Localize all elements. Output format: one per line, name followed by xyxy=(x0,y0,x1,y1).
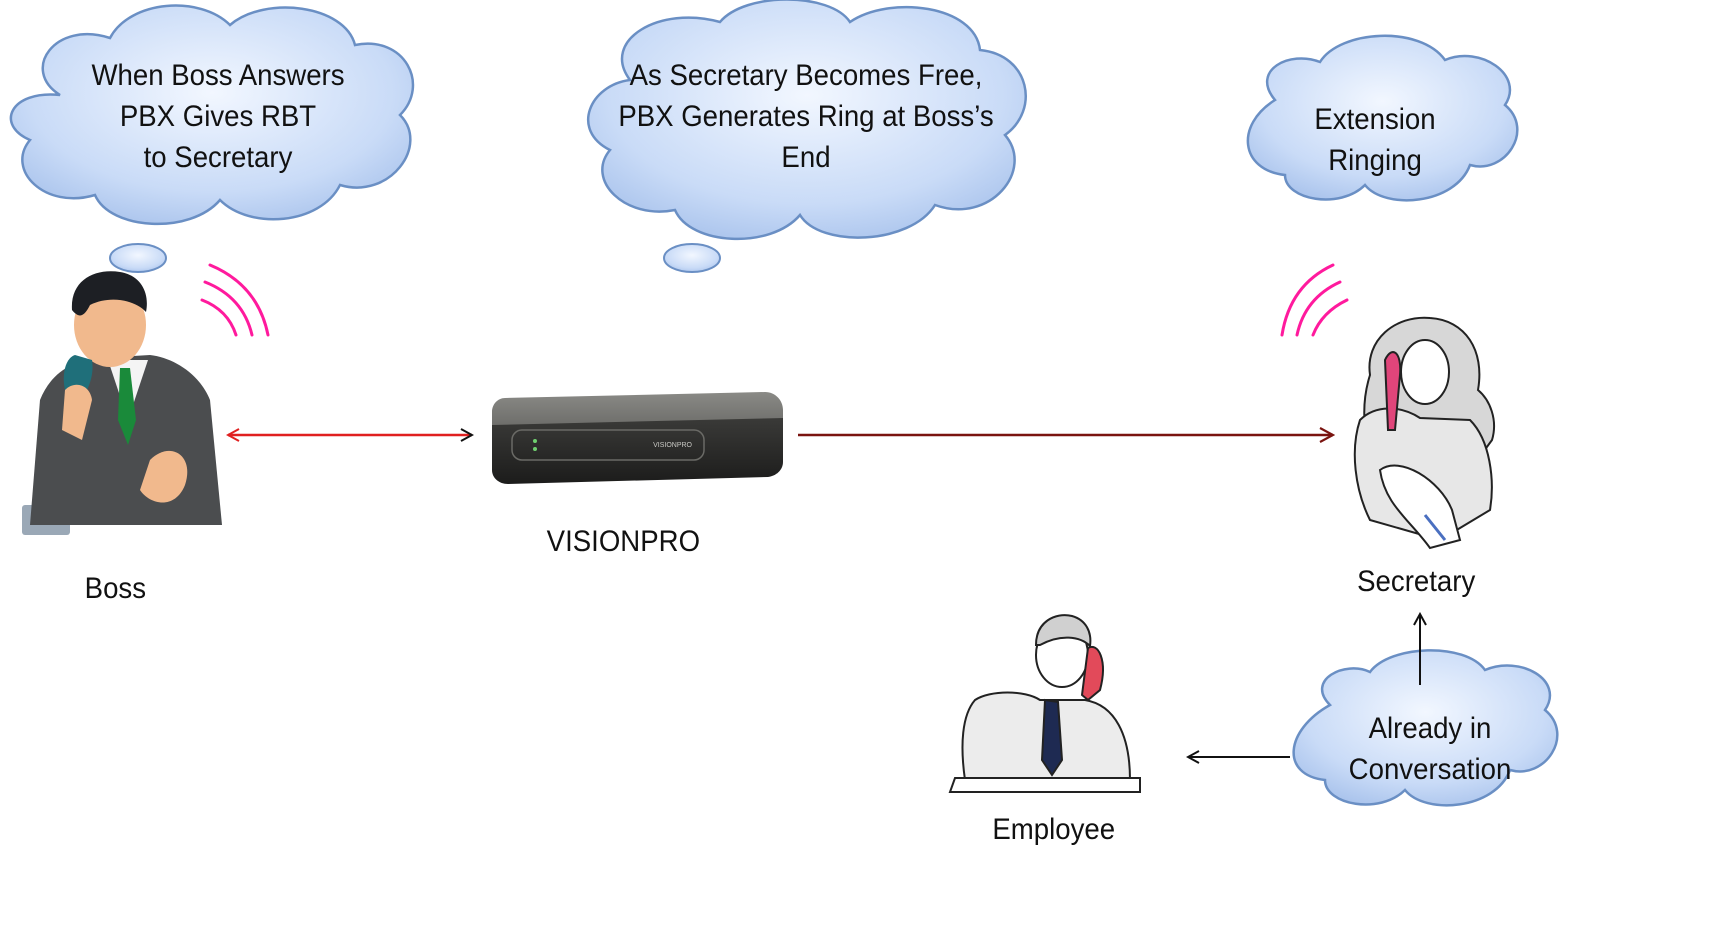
pbx-thought-cloud xyxy=(587,0,1027,273)
secretary-ring-waves xyxy=(1280,263,1349,337)
boss-label: Boss xyxy=(84,572,147,605)
secretary-cloud-line-1: Extension xyxy=(1314,103,1436,136)
visionpro-device: VISIONPRO xyxy=(492,392,783,484)
boss-ring-waves xyxy=(200,263,270,337)
secretary-cloud-text: Extension Ringing xyxy=(1278,99,1471,181)
boss-cloud-line-3: to Secretary xyxy=(143,141,293,174)
boss-cloud-line-2: PBX Gives RBT xyxy=(119,100,317,133)
pbx-cloud-line-1: As Secretary Becomes Free, xyxy=(629,59,983,92)
conversation-cloud-line-1: Already in xyxy=(1368,712,1492,745)
employee-label: Employee xyxy=(992,813,1116,846)
conversation-cloud-text: Already in Conversation xyxy=(1333,708,1526,790)
secretary-figure xyxy=(1353,316,1496,550)
device-label: VISIONPRO xyxy=(546,525,701,558)
boss-cloud-line-1: When Boss Answers xyxy=(91,59,345,92)
secretary-thought-cloud xyxy=(1246,34,1519,202)
boss-figure xyxy=(22,271,222,535)
conversation-cloud-line-2: Conversation xyxy=(1348,753,1512,786)
boss-cloud-text: When Boss Answers PBX Gives RBT to Secre… xyxy=(71,55,365,178)
boss-thought-cloud xyxy=(9,4,415,273)
employee-figure xyxy=(948,614,1141,793)
secretary-cloud-line-2: Ringing xyxy=(1328,144,1422,177)
pbx-cloud-text: As Secretary Becomes Free, PBX Generates… xyxy=(613,55,999,178)
secretary-label: Secretary xyxy=(1357,565,1476,598)
pbx-cloud-line-3: End xyxy=(781,141,831,174)
device-screen-brand: VISIONPRO xyxy=(653,442,692,449)
pbx-cloud-line-2: PBX Generates Ring at Boss’s xyxy=(618,100,994,133)
conversation-thought-cloud xyxy=(1292,649,1559,807)
